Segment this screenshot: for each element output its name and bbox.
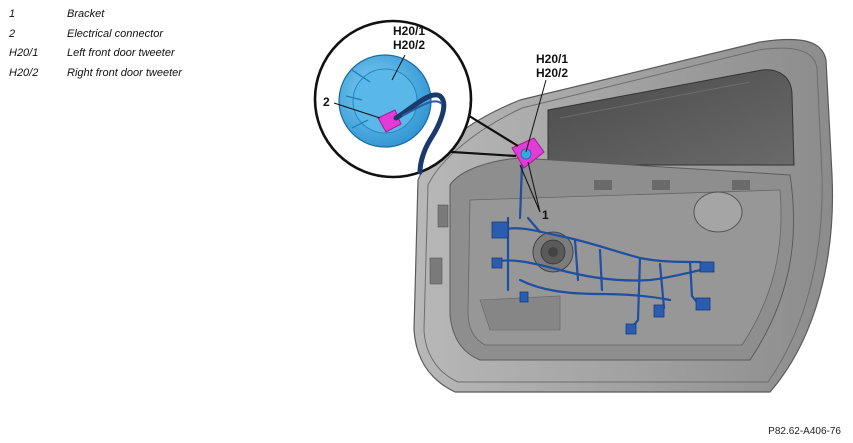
window-glass	[547, 69, 795, 166]
door-label-item-1: 1	[542, 208, 549, 222]
door-label-h20-2: H20/2	[536, 66, 568, 80]
detail-label-item-2: 2	[323, 95, 330, 109]
door-inner-panel	[429, 157, 795, 361]
legend-row: H20/2 Right front door tweeter	[9, 64, 182, 84]
detail-magnifier	[313, 19, 519, 179]
detail-label-h20-2: H20/2	[393, 38, 425, 52]
legend-row: 2 Electrical connector	[9, 25, 182, 45]
figure-id: P82.62-A406-76	[768, 426, 841, 437]
legend-text: Electrical connector	[67, 27, 163, 40]
legend-key: H20/1	[9, 47, 39, 59]
legend-row: H20/1 Left front door tweeter	[9, 44, 182, 64]
door-speaker	[532, 231, 574, 273]
mirror-mount	[693, 191, 743, 233]
legend-text: Left front door tweeter	[67, 47, 175, 59]
legend-text: Right front door tweeter	[67, 66, 182, 79]
harness-connectors	[491, 221, 715, 335]
door-tweeter	[511, 137, 545, 169]
legend: 1 Bracket 2 Electrical connector H20/1 L…	[9, 5, 182, 83]
legend-text: Bracket	[67, 8, 105, 20]
legend-key: H20/2	[9, 66, 39, 79]
detail-label-h20-1: H20/1	[393, 24, 425, 38]
legend-row: 1 Bracket	[9, 5, 182, 25]
legend-key: 1	[9, 8, 16, 20]
door-label-h20-1: H20/1	[536, 52, 568, 66]
legend-key: 2	[9, 27, 16, 40]
